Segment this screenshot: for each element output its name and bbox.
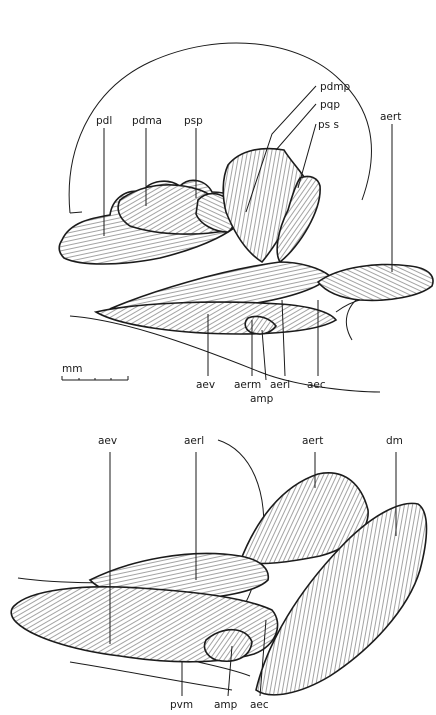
- label-pdma: pdma: [132, 115, 162, 127]
- label-aerl-bottom: aerl: [184, 435, 204, 447]
- label-amp-bottom: amp: [214, 699, 238, 711]
- label-aec: aec: [307, 379, 326, 391]
- label-psp: psp: [184, 115, 203, 127]
- label-pdmp: pdmp: [320, 81, 351, 93]
- label-pqp: pqp: [320, 99, 340, 111]
- label-aev-bottom: aev: [98, 435, 117, 447]
- label-dm: dm: [386, 435, 403, 447]
- label-aert-bottom: aert: [302, 435, 323, 447]
- scale-label: mm: [62, 363, 82, 375]
- label-pvm: pvm: [170, 699, 193, 711]
- label-pss: ps s: [318, 119, 339, 131]
- bottom-figure: aev aerl aert dm pvm amp aec: [11, 435, 426, 711]
- label-aerm: aerm: [234, 379, 261, 391]
- label-amp: amp: [250, 393, 274, 405]
- top-figure: pdmp pqp pdl pdma psp ps s aert aev aerm…: [59, 43, 433, 405]
- label-pdl: pdl: [96, 115, 112, 127]
- label-aert: aert: [380, 111, 401, 123]
- label-aec-bottom: aec: [250, 699, 269, 711]
- label-aev: aev: [196, 379, 215, 391]
- label-aerl: aerl: [270, 379, 290, 391]
